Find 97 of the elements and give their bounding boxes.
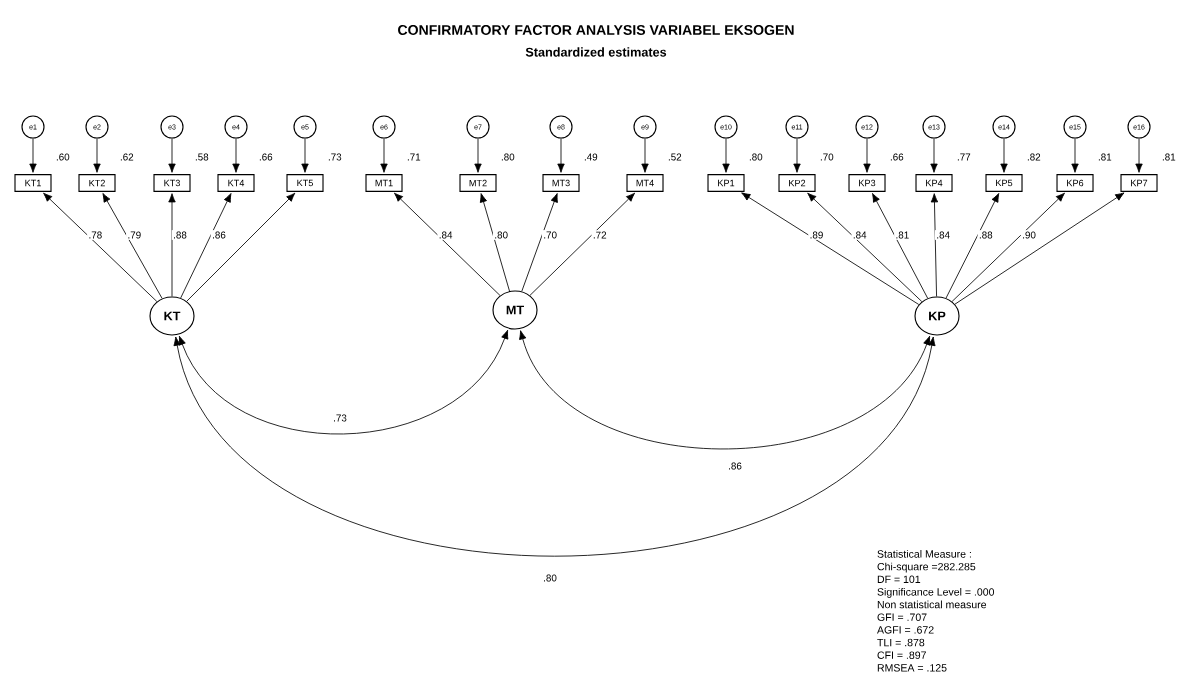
edge-label: .88 — [171, 230, 189, 240]
fit-statistics: Statistical Measure : Chi-square =282.285 DF = 101 Significance Level = .000 Non statistical measure GFI = .707 AGFI = .672 TLI = .878 CFI = .897 RMSEA = .125 — [877, 550, 995, 672]
arrow — [930, 138, 938, 173]
arrow — [807, 192, 923, 302]
edge-label: .84 — [437, 230, 454, 240]
arrow — [793, 138, 801, 173]
edge-label: .86 — [210, 230, 228, 240]
label: CFI = .897 — [877, 651, 926, 659]
indicator-box: MT4 — [626, 174, 664, 192]
edge-label: .84 — [851, 230, 868, 240]
edge-label: .86 — [726, 461, 744, 471]
indicator-box: KT3 — [153, 174, 191, 192]
arrow — [951, 192, 1065, 302]
indicator-box: KT1 — [14, 174, 52, 192]
indicator-box: KP3 — [848, 174, 886, 192]
indicator-box: KT2 — [78, 174, 116, 192]
r-square-label: .49 — [584, 153, 598, 161]
label: Statistical Measure : — [877, 549, 971, 558]
arrow — [168, 193, 176, 297]
arrow — [945, 193, 1000, 299]
r-square-label: .82 — [1027, 153, 1041, 161]
r-square-label: .77 — [957, 153, 971, 161]
label: RMSEA = .125 — [877, 664, 947, 672]
edge-label: .79 — [126, 230, 143, 240]
arrow — [557, 138, 565, 173]
edge-label: .88 — [977, 230, 995, 240]
indicator-box: KP6 — [1056, 174, 1094, 192]
arrow — [872, 193, 929, 299]
r-square-label: .80 — [501, 153, 515, 161]
indicator-box: KP4 — [915, 174, 953, 192]
arrow — [301, 138, 309, 173]
arrow — [722, 138, 730, 173]
arrow — [186, 192, 296, 302]
r-square-label: .81 — [1162, 153, 1176, 161]
arrow — [930, 193, 939, 297]
indicator-box: KP5 — [985, 174, 1023, 192]
arrow — [863, 138, 871, 173]
label: Non statistical measure — [877, 600, 987, 609]
arrow — [741, 192, 920, 305]
r-square-label: .81 — [1098, 153, 1112, 161]
arrow — [180, 193, 232, 299]
r-square-label: .71 — [407, 153, 421, 161]
arrow — [173, 336, 936, 557]
edge-label: .73 — [331, 413, 349, 423]
arrow — [529, 192, 636, 296]
arrow — [521, 193, 558, 292]
edge-label: .70 — [541, 230, 559, 240]
edge-label: .89 — [808, 230, 825, 240]
r-square-label: .62 — [120, 153, 134, 161]
arrow — [380, 138, 388, 173]
label: GFI = .707 — [877, 613, 927, 621]
label: Chi-square =282.285 — [877, 562, 976, 573]
edge-label: .78 — [87, 230, 104, 240]
indicator-box: KP7 — [1120, 174, 1158, 192]
arrow — [102, 193, 163, 299]
r-square-label: .66 — [259, 153, 273, 161]
indicator-box: KP2 — [778, 174, 816, 192]
label: TLI = .878 — [877, 638, 925, 647]
edge-label: .72 — [591, 230, 608, 240]
r-square-label: .80 — [749, 153, 763, 161]
arrow — [641, 138, 649, 173]
title: CONFIRMATORY FACTOR ANALYSIS VARIABEL EKSOGEN — [398, 25, 794, 35]
edge-label: .80 — [492, 230, 510, 240]
r-square-label: .52 — [668, 153, 682, 161]
r-square-label: .70 — [820, 153, 834, 161]
r-square-label: .66 — [890, 153, 904, 161]
edge-label: .84 — [934, 230, 952, 240]
arrow — [519, 330, 931, 450]
label: DF = 101 — [877, 575, 921, 584]
arrow — [29, 138, 37, 173]
indicator-box: MT1 — [365, 174, 403, 192]
arrow — [232, 138, 240, 173]
edge-label: .80 — [541, 573, 559, 583]
label: AGFI = .672 — [877, 626, 934, 634]
indicator-box: MT3 — [542, 174, 580, 192]
indicator-box: KP1 — [707, 174, 745, 192]
arrow — [474, 138, 482, 173]
indicator-box: MT2 — [459, 174, 497, 192]
r-square-label: .73 — [328, 153, 342, 161]
r-square-label: .58 — [195, 153, 209, 161]
subtitle: Standardized estimates — [525, 47, 667, 57]
arrow — [1135, 138, 1143, 173]
arrow — [43, 192, 158, 302]
arrow — [1071, 138, 1079, 173]
arrow — [93, 138, 101, 173]
r-square-label: .60 — [56, 153, 70, 161]
arrow — [178, 329, 509, 435]
arrow — [479, 193, 510, 292]
arrow — [954, 192, 1125, 305]
indicator-box: KT4 — [217, 174, 255, 192]
arrow — [168, 138, 176, 173]
label: Significance Level = .000 — [877, 587, 995, 598]
edge-label: .81 — [894, 230, 911, 240]
arrow — [394, 192, 501, 296]
edge-label: .90 — [1020, 230, 1038, 240]
arrow — [1000, 138, 1008, 173]
indicator-box: KT5 — [286, 174, 324, 192]
